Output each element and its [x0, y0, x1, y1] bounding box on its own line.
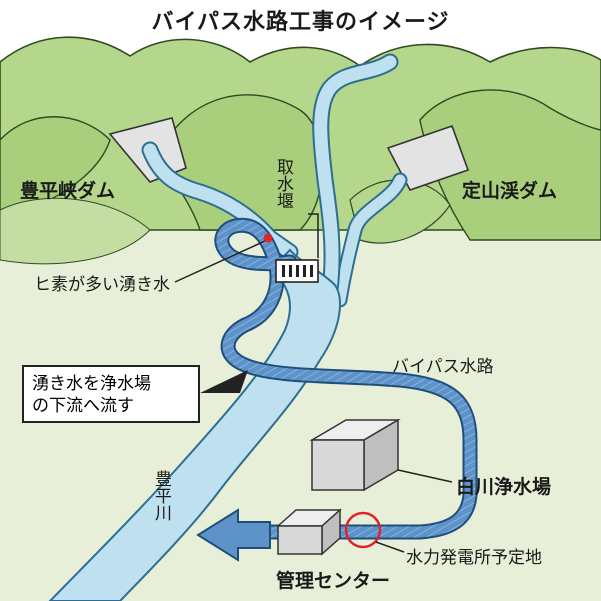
spring-leader	[174, 240, 266, 283]
callout-leader	[200, 370, 248, 393]
river-label: 豊平川	[151, 470, 171, 521]
management-label: 管理センター	[276, 570, 391, 592]
bypass-label: バイパス水路	[392, 357, 494, 377]
intake-label: 取水堰	[273, 158, 293, 209]
intake-leader	[308, 213, 319, 258]
forest-right-mid	[349, 179, 451, 244]
spring-dot	[263, 233, 273, 243]
dam-right-label: 定山渓ダム	[462, 180, 558, 202]
purification-plant	[309, 418, 401, 492]
intake-weir	[275, 259, 319, 283]
callout-box: 湧き水を浄水場 の下流へ流す	[22, 365, 200, 423]
management-center	[276, 508, 342, 556]
bypass-channel	[216, 219, 476, 538]
bypass-outlet-arrow	[196, 508, 271, 562]
forest-left-low	[0, 197, 151, 265]
spring-label: ヒ素が多い湧き水	[34, 275, 170, 295]
toyohira-river	[48, 248, 341, 601]
callout-line-1: 湧き水を浄水場	[32, 374, 151, 394]
callout-line-2: の下流へ流す	[32, 396, 134, 416]
dam-left-label: 豊平峡ダム	[20, 180, 116, 202]
power-plant-circle	[344, 511, 382, 549]
page-title: バイパス水路工事のイメージ	[151, 10, 450, 35]
power-plant-label: 水力発電所予定地	[406, 548, 542, 568]
power-plant-leader	[375, 541, 405, 553]
purification-leader	[397, 469, 453, 483]
purification-label: 白川浄水場	[456, 476, 552, 498]
forest-right	[419, 89, 601, 241]
